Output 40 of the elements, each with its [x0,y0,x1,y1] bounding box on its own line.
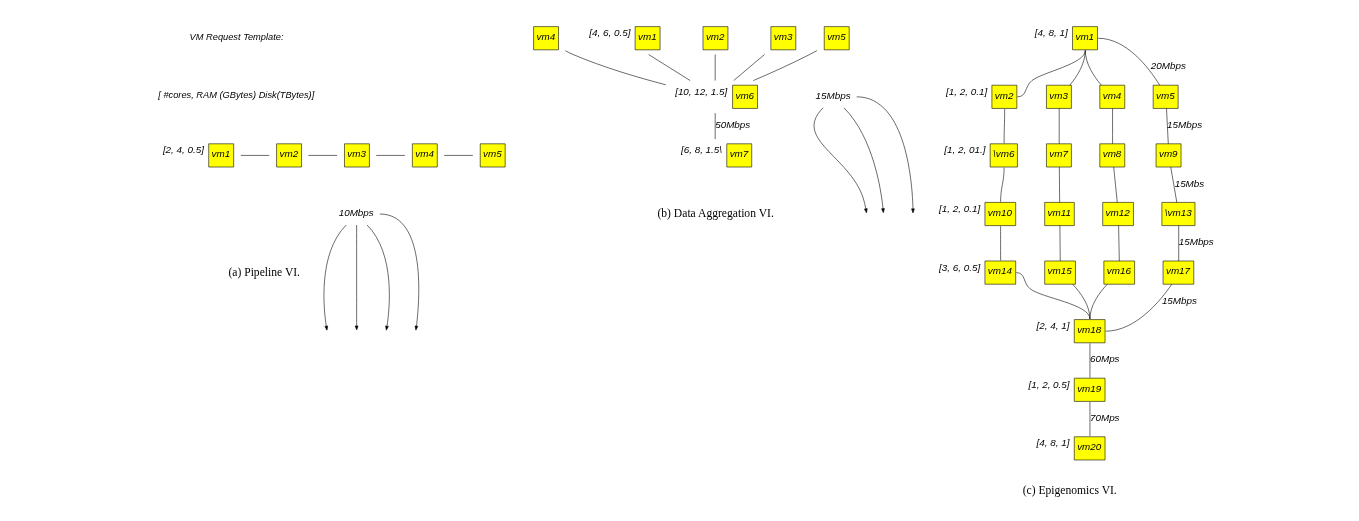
edge-label: 70Mps [1089,411,1120,423]
node-label: [1, 2, 0.1] [946,85,988,97]
node-label: [2, 4, 0.5] [162,144,204,156]
connector [1017,50,1086,98]
arrow [379,213,420,331]
node-label: [3, 6, 0.5] [939,261,981,273]
node-label: [6, 8, 1.5\ [680,144,723,156]
edge-label: 50Mbps [715,118,751,130]
edge-label: 20Mbps [1150,60,1186,72]
node-label: [1, 2, 0.1] [939,203,981,215]
edge-label: 15Mbps [1178,236,1214,248]
label: [ #cores, RAM (GBytes) Disk(TBytes)] [158,90,315,101]
connector [1085,50,1102,86]
label: (c) Epigenomics VI. [1022,483,1117,497]
label: (a) Pipeline VI. [228,265,301,279]
connector [1112,108,1113,145]
node-label: [4, 6, 0.5] [589,27,631,39]
connector [1089,284,1108,320]
node-label: [4, 8, 1] [1034,27,1068,39]
label: (b) Data Aggregation VI. [657,206,774,220]
node-label: [1, 2, 0.5] [1028,378,1070,390]
connector [1166,108,1169,145]
arrow [814,107,868,214]
node-text: 15Mbps [815,89,851,101]
node-label: [10, 12, 1.5] [675,85,728,97]
arrow [323,224,347,331]
arrow [843,107,885,213]
arrow [366,224,390,331]
edge-label: 15Mbps [1167,118,1203,130]
edge-label: 15Mbps [1161,294,1197,306]
edge-label: 15Mbs [1174,177,1205,189]
label: VM Request Template: [189,31,284,42]
node-text: 10Mbps [338,206,374,218]
connector [1069,50,1086,86]
node-label: [4, 8, 1] [1036,437,1070,449]
edge-label: 60Mps [1089,353,1120,365]
arrow [856,96,915,214]
arrow [354,224,359,331]
node-label: [2, 4, 1] [1036,320,1070,332]
node-label: [1, 2, 01.] [944,144,986,156]
